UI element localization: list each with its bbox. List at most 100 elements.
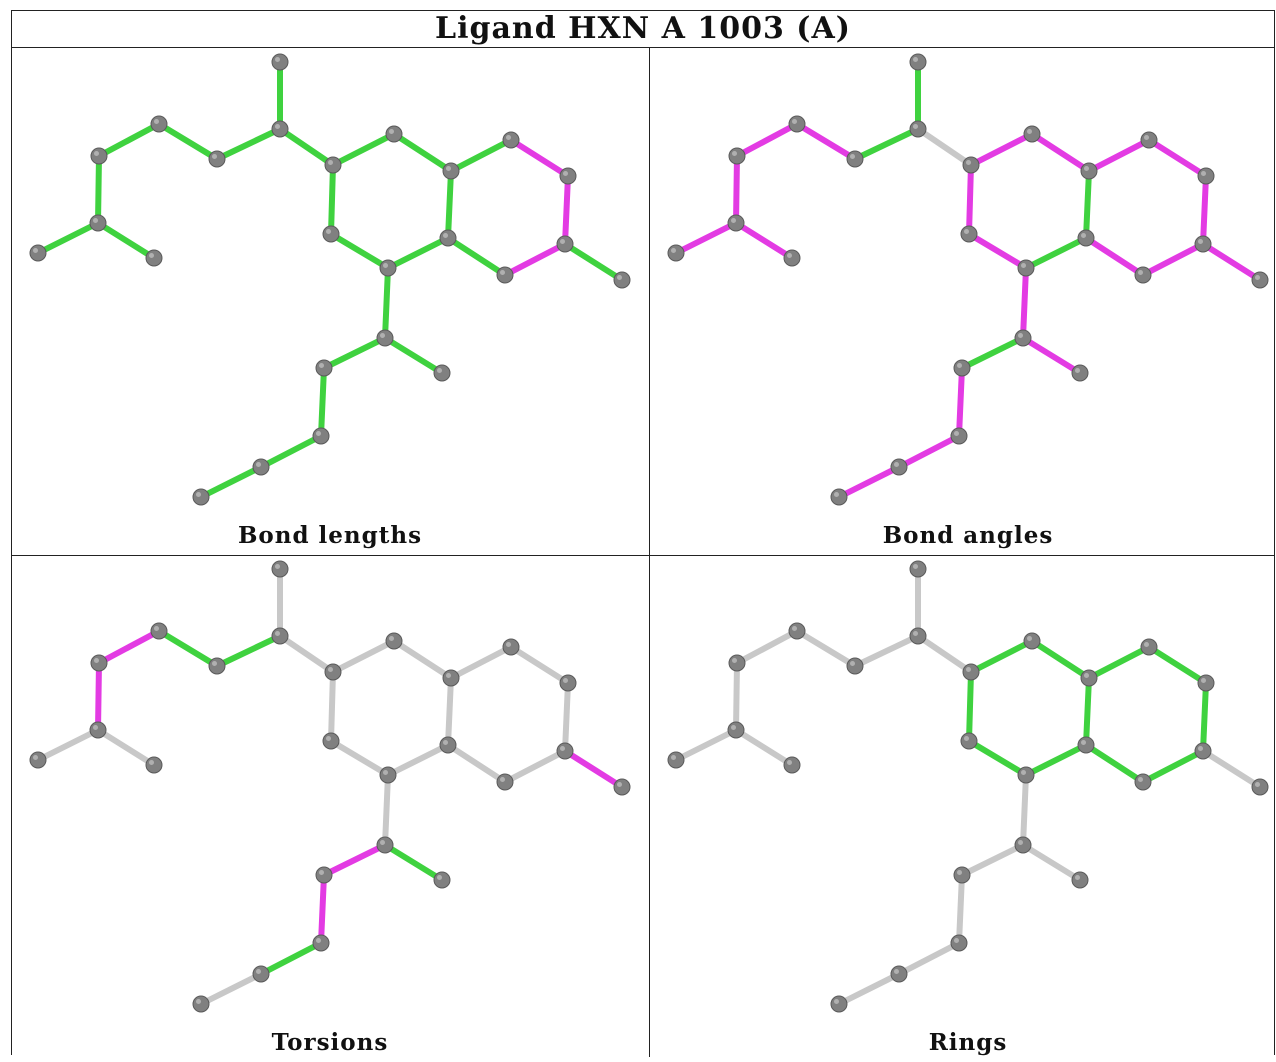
bond-12 bbox=[562, 680, 571, 754]
atom-2 bbox=[145, 249, 163, 267]
atom-10 bbox=[1080, 162, 1098, 180]
atom-highlight-5 bbox=[212, 661, 217, 666]
bond-2 bbox=[95, 153, 102, 226]
bond-1 bbox=[95, 220, 157, 261]
bond-1 bbox=[733, 727, 795, 768]
atom-highlight-13 bbox=[560, 239, 565, 244]
atom-22 bbox=[890, 965, 908, 983]
atom-highlight-2 bbox=[149, 760, 154, 765]
atom-highlight-7 bbox=[913, 564, 918, 569]
atom-highlight-23 bbox=[834, 999, 839, 1004]
atom-12 bbox=[559, 167, 577, 185]
atom-highlight-17 bbox=[326, 736, 331, 741]
bond-9 bbox=[1029, 638, 1092, 681]
atom-highlight-20 bbox=[957, 870, 962, 875]
atom-21 bbox=[312, 934, 330, 952]
atom-highlight-22 bbox=[256, 462, 261, 467]
atom-highlight-2 bbox=[149, 253, 154, 258]
bond-15 bbox=[445, 168, 454, 241]
bond-24 bbox=[836, 971, 902, 1007]
atom-highlight-7 bbox=[275, 57, 280, 62]
atom-highlight-19 bbox=[437, 875, 442, 880]
bond-22 bbox=[956, 365, 965, 439]
bond-4 bbox=[156, 628, 220, 669]
atom-highlight-8 bbox=[966, 160, 971, 165]
bond-21 bbox=[959, 335, 1026, 371]
bond-13 bbox=[1140, 241, 1206, 278]
bond-5 bbox=[852, 126, 921, 162]
atom-highlight-15 bbox=[443, 233, 448, 238]
atom-highlight-17 bbox=[326, 229, 331, 234]
atom-highlight-16 bbox=[1021, 263, 1026, 268]
atom-highlight-6 bbox=[913, 124, 918, 129]
bond-13 bbox=[502, 748, 568, 785]
atom-highlight-14 bbox=[500, 777, 505, 782]
atom-highlight-0 bbox=[33, 755, 38, 760]
atom-5 bbox=[846, 150, 864, 168]
bond-13 bbox=[502, 241, 568, 278]
bond-9 bbox=[1029, 131, 1092, 174]
atom-0 bbox=[667, 751, 685, 769]
bond-18 bbox=[966, 669, 974, 744]
atom-17 bbox=[960, 732, 978, 750]
atom-highlight-12 bbox=[1201, 171, 1206, 176]
atom-7 bbox=[271, 560, 289, 578]
atom-highlight-13 bbox=[560, 746, 565, 751]
atom-highlight-23 bbox=[196, 492, 201, 497]
atom-1 bbox=[89, 214, 107, 232]
atom-4 bbox=[150, 115, 168, 133]
bond-22 bbox=[318, 365, 327, 439]
bond-11 bbox=[1146, 644, 1209, 686]
atom-16 bbox=[379, 766, 397, 784]
atom-16 bbox=[1017, 259, 1035, 277]
atom-18 bbox=[376, 329, 394, 347]
atom-23 bbox=[830, 995, 848, 1013]
atom-5 bbox=[208, 150, 226, 168]
bond-5 bbox=[852, 633, 921, 669]
atom-highlight-1 bbox=[731, 218, 736, 223]
atom-9 bbox=[385, 632, 403, 650]
atom-19 bbox=[1071, 871, 1089, 889]
atom-highlight-19 bbox=[1075, 875, 1080, 880]
atom-10 bbox=[442, 162, 460, 180]
atom-highlight-15 bbox=[1081, 740, 1086, 745]
bond-10 bbox=[1086, 644, 1152, 681]
atom-2 bbox=[783, 249, 801, 267]
bond-10 bbox=[448, 644, 514, 681]
bond-14 bbox=[445, 742, 508, 785]
bond-22 bbox=[956, 872, 965, 946]
bond-25 bbox=[1200, 748, 1263, 790]
atom-highlight-6 bbox=[275, 631, 280, 636]
bond-8 bbox=[330, 638, 397, 675]
atom-8 bbox=[962, 663, 980, 681]
atom-highlight-15 bbox=[1081, 233, 1086, 238]
atom-highlight-5 bbox=[850, 154, 855, 159]
atom-7 bbox=[909, 560, 927, 578]
atom-13 bbox=[1194, 742, 1212, 760]
atom-24 bbox=[613, 271, 631, 289]
bond-17 bbox=[966, 738, 1029, 778]
atom-highlight-19 bbox=[1075, 368, 1080, 373]
atom-highlight-3 bbox=[732, 151, 737, 156]
bond-16 bbox=[385, 742, 451, 778]
atom-7 bbox=[271, 53, 289, 71]
atom-4 bbox=[788, 115, 806, 133]
atom-highlight-10 bbox=[1084, 166, 1089, 171]
bond-3 bbox=[96, 628, 162, 666]
atom-19 bbox=[433, 364, 451, 382]
atom-highlight-11 bbox=[506, 135, 511, 140]
bond-15 bbox=[1083, 675, 1092, 748]
bond-23 bbox=[896, 433, 962, 470]
atom-15 bbox=[1077, 229, 1095, 247]
atom-highlight-12 bbox=[563, 171, 568, 176]
bond-4 bbox=[156, 121, 220, 162]
atom-highlight-8 bbox=[966, 667, 971, 672]
atom-highlight-17 bbox=[964, 736, 969, 741]
bond-24 bbox=[836, 464, 902, 500]
atom-highlight-0 bbox=[671, 248, 676, 253]
bond-18 bbox=[328, 669, 336, 744]
atom-highlight-21 bbox=[954, 938, 959, 943]
bond-3 bbox=[734, 628, 800, 666]
atom-3 bbox=[90, 147, 108, 165]
bond-12 bbox=[1200, 173, 1209, 247]
